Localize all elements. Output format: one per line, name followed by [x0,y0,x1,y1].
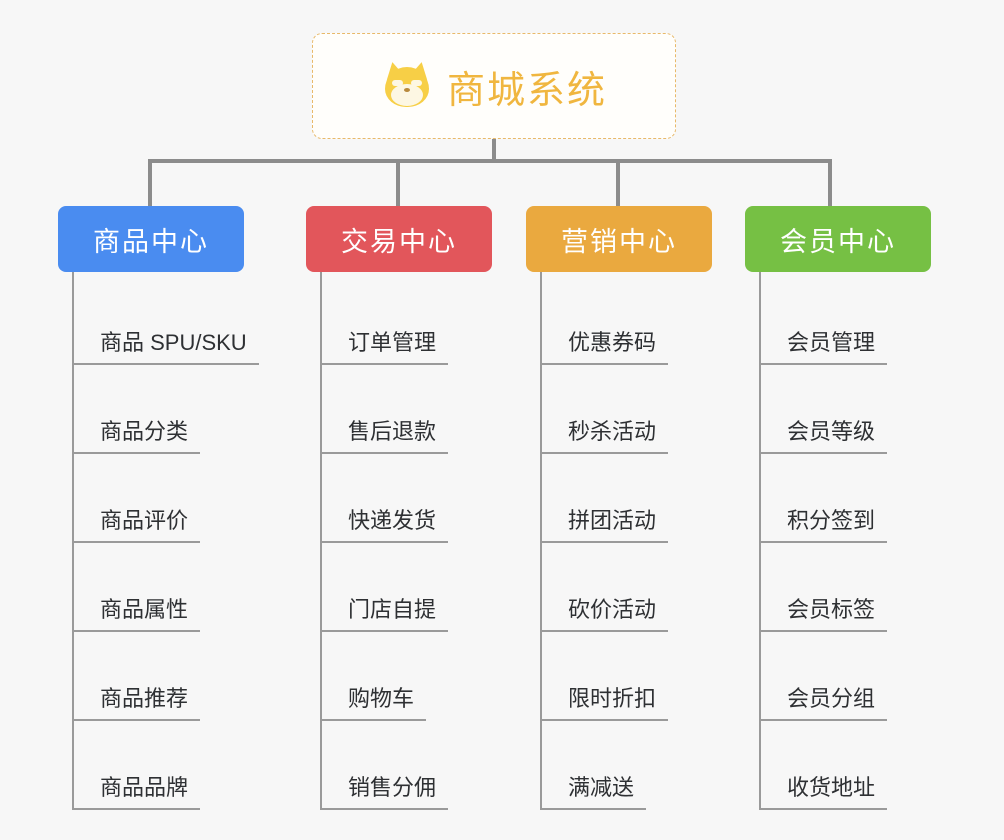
leaf-item[interactable]: 会员管理 [761,276,931,365]
leaf-item-label: 会员分组 [761,686,888,721]
branch-column-4: 会员中心 会员管理 会员等级 积分签到 会员标签 会员分组 收货地址 [745,206,931,810]
branch-header-2[interactable]: 交易中心 [306,206,492,272]
leaf-item[interactable]: 售后退款 [322,365,492,454]
leaf-item-label: 商品推荐 [74,686,201,721]
leaf-item[interactable]: 收货地址 [761,721,931,810]
branch-header-label: 商品中心 [93,226,209,257]
root-node[interactable]: 商城系统 [312,33,676,139]
branch-column-1: 商品中心 商品 SPU/SKU 商品分类 商品评价 商品属性 商品推荐 商品品牌 [58,206,259,810]
leaf-item-label: 会员等级 [761,419,888,454]
leaf-item-label: 限时折扣 [542,686,669,721]
root-node-title: 商城系统 [446,69,607,112]
leaf-item-label: 会员管理 [761,330,888,365]
leaf-item[interactable]: 会员标签 [761,543,931,632]
leaf-item-label: 会员标签 [761,597,888,632]
branch-items-4: 会员管理 会员等级 积分签到 会员标签 会员分组 收货地址 [759,272,931,810]
leaf-item-label: 秒杀活动 [542,419,669,454]
connector-drop-4 [828,159,832,208]
branch-header-label: 会员中心 [780,226,896,257]
leaf-item[interactable]: 购物车 [322,632,492,721]
leaf-item-label: 商品属性 [74,597,201,632]
leaf-item-label: 砍价活动 [542,597,669,632]
leaf-item[interactable]: 订单管理 [322,276,492,365]
leaf-item-label: 订单管理 [322,330,449,365]
connector-bar [148,159,832,163]
leaf-item-label: 商品 SPU/SKU [74,330,259,365]
leaf-item[interactable]: 商品属性 [74,543,244,632]
leaf-item-label: 商品评价 [74,508,201,543]
branch-header-label: 营销中心 [561,226,677,257]
leaf-item-label: 积分签到 [761,508,888,543]
connector-drop-2 [396,159,400,208]
connector-stem [492,139,496,162]
leaf-item-label: 门店自提 [322,597,449,632]
leaf-item-label: 购物车 [322,686,427,721]
leaf-item-label: 商品品牌 [74,775,201,810]
leaf-item-label: 收货地址 [761,775,888,810]
leaf-item-label: 优惠券码 [542,330,669,365]
leaf-item[interactable]: 商品 SPU/SKU [74,276,259,365]
branch-header-4[interactable]: 会员中心 [745,206,931,272]
branch-column-3: 营销中心 优惠券码 秒杀活动 拼团活动 砍价活动 限时折扣 满减送 [526,206,712,810]
leaf-item[interactable]: 商品分类 [74,365,244,454]
branch-header-1[interactable]: 商品中心 [58,206,244,272]
leaf-item[interactable]: 快递发货 [322,454,492,543]
branch-header-3[interactable]: 营销中心 [526,206,712,272]
connector-drop-3 [616,159,620,208]
branch-header-label: 交易中心 [341,226,457,257]
shiba-dog-icon [381,60,433,112]
leaf-item[interactable]: 商品品牌 [74,721,244,810]
leaf-item-label: 售后退款 [322,419,449,454]
leaf-item[interactable]: 拼团活动 [542,454,712,543]
leaf-item[interactable]: 秒杀活动 [542,365,712,454]
leaf-item[interactable]: 限时折扣 [542,632,712,721]
leaf-item[interactable]: 满减送 [542,721,712,810]
branch-items-2: 订单管理 售后退款 快递发货 门店自提 购物车 销售分佣 [320,272,492,810]
leaf-item-label: 快递发货 [322,508,449,543]
leaf-item-label: 拼团活动 [542,508,669,543]
leaf-item[interactable]: 优惠券码 [542,276,712,365]
leaf-item[interactable]: 门店自提 [322,543,492,632]
leaf-item-label: 销售分佣 [322,775,449,810]
leaf-item-label: 满减送 [542,775,647,810]
connector-drop-1 [148,159,152,208]
branch-items-3: 优惠券码 秒杀活动 拼团活动 砍价活动 限时折扣 满减送 [540,272,712,810]
leaf-item[interactable]: 销售分佣 [322,721,492,810]
leaf-item[interactable]: 会员等级 [761,365,931,454]
leaf-item[interactable]: 会员分组 [761,632,931,721]
leaf-item[interactable]: 积分签到 [761,454,931,543]
leaf-item[interactable]: 商品评价 [74,454,244,543]
leaf-item[interactable]: 砍价活动 [542,543,712,632]
branch-column-2: 交易中心 订单管理 售后退款 快递发货 门店自提 购物车 销售分佣 [306,206,492,810]
leaf-item[interactable]: 商品推荐 [74,632,244,721]
leaf-item-label: 商品分类 [74,419,201,454]
branch-items-1: 商品 SPU/SKU 商品分类 商品评价 商品属性 商品推荐 商品品牌 [72,272,259,810]
